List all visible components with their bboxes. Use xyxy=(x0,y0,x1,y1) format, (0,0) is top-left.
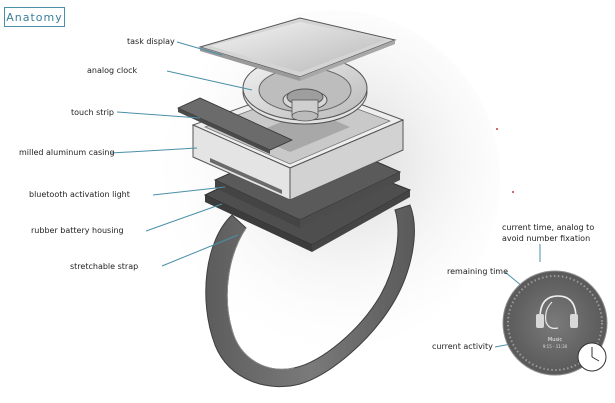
face-activity-name: Music xyxy=(547,337,563,343)
remaining-time-ring xyxy=(507,275,603,371)
leader-remaining-time xyxy=(504,271,523,287)
stretchable-strap xyxy=(205,204,415,388)
leader-bluetooth xyxy=(152,186,226,196)
headphones-icon xyxy=(536,295,578,329)
mark-dot xyxy=(512,191,514,193)
touch-strip xyxy=(177,97,293,154)
mini-clock-icon xyxy=(577,342,607,372)
label-current-activity: current activity xyxy=(432,342,493,351)
label-touch-strip: touch strip xyxy=(71,108,115,117)
label-analog-clock: analog clock xyxy=(87,66,138,75)
leader-battery xyxy=(145,203,223,232)
leader-task-display xyxy=(176,41,223,56)
leader-analog-clock xyxy=(166,70,253,91)
mark-dot xyxy=(496,128,498,130)
label-strap: stretchable strap xyxy=(70,262,139,271)
label-milled-casing: milled aluminum casing xyxy=(19,148,115,157)
label-battery-housing: rubber battery housing xyxy=(31,226,124,235)
leader-touch-strip xyxy=(116,111,201,119)
label-task-display: task display xyxy=(127,37,175,46)
page-title: Anatomy xyxy=(4,7,65,27)
task-display-glass xyxy=(198,17,397,81)
label-remaining-time: remaining time xyxy=(447,267,509,276)
leader-strap xyxy=(161,234,239,267)
face-activity-time: 9:15 - 11:30 xyxy=(542,344,568,349)
label-current-time-line2: avoid number fixation xyxy=(502,234,591,243)
display-face xyxy=(502,270,608,376)
leader-casing xyxy=(110,147,198,154)
label-current-time-line1: current time, analog to xyxy=(502,223,595,232)
label-bluetooth-light: bluetooth activation light xyxy=(29,190,130,199)
